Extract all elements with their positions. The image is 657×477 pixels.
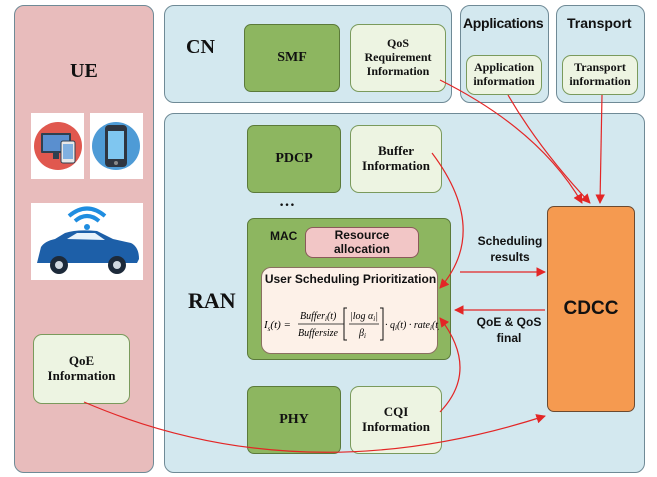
transport-title: Transport	[567, 15, 632, 31]
scheduling-formula: Is(t) = Bufferi(t) Buffersize |log αi| β…	[262, 292, 442, 350]
resource-allocation-box: Resource allocation	[305, 227, 419, 258]
svg-text:Buffersize: Buffersize	[298, 328, 339, 339]
scheduling-results-label: Scheduling results	[477, 234, 543, 265]
qoe-qos-final-label: QoE & QoS final	[476, 315, 542, 346]
arrow-cqi-to-scheduler	[439, 317, 461, 413]
applications-title: Applications	[463, 15, 544, 31]
svg-text:Bufferi(t): Bufferi(t)	[300, 311, 337, 323]
qos-requirement-information-box: QoS Requirement Information	[350, 24, 446, 92]
transport-information-box: Transport information	[562, 55, 638, 95]
smf-box: SMF	[244, 24, 340, 92]
ue-title: UE	[70, 60, 98, 82]
svg-text:· qi(t) · ratei(t): · qi(t) · ratei(t)	[385, 320, 439, 332]
connected-car-icon	[31, 203, 143, 280]
cqi-information-box: CQI Information	[350, 386, 442, 454]
application-information-box: Application information	[466, 55, 542, 95]
phy-box: PHY	[247, 386, 341, 454]
arrow-transport-to-cdcc	[595, 94, 605, 204]
buffer-information-box: Buffer Information	[350, 125, 442, 193]
svg-text:βi: βi	[358, 328, 366, 340]
computer-devices-icon	[31, 113, 84, 179]
arrow-application-to-cdcc	[507, 94, 591, 204]
user-scheduling-box: User Scheduling Prioritization Is(t) = B…	[261, 267, 442, 354]
ran-title: RAN	[188, 288, 236, 313]
ellipsis: …	[279, 193, 295, 210]
arrow-qos-to-cdcc	[439, 79, 583, 204]
cdcc-box: CDCC	[547, 206, 635, 412]
cn-title: CN	[186, 36, 215, 58]
svg-text:|log αi|: |log αi|	[350, 311, 378, 323]
smartphone-icon	[90, 113, 143, 179]
qoe-information-box: QoE Information	[33, 334, 130, 404]
user-scheduling-title: User Scheduling Prioritization	[264, 272, 437, 286]
svg-text:Is(t) =: Is(t) =	[263, 319, 291, 333]
mac-title: MAC	[270, 229, 298, 243]
arrow-buffer-to-scheduler	[431, 152, 464, 289]
arrow-qoe-to-cdcc	[83, 401, 546, 453]
pdcp-box: PDCP	[247, 125, 341, 193]
